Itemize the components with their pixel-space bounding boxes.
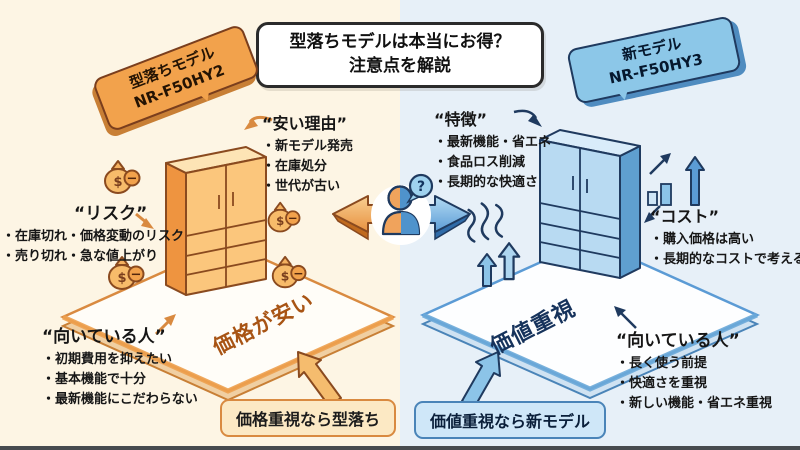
svg-text:$: $ (117, 271, 126, 286)
svg-text:−: − (293, 266, 303, 280)
cost-heading: “コスト” (650, 207, 720, 226)
money-bag-icon: $ − (108, 256, 145, 290)
person-icon (371, 185, 431, 245)
question-bubble-icon: ? (406, 173, 434, 204)
list-item: 長期的な快適さ (434, 173, 551, 193)
features-section: “特徴” 最新機能・省エネ 食品ロス削減 長期的な快適さ (434, 106, 551, 193)
old-suited-section: “向いている人” 初期費用を抑えたい 基本機能で十分 最新機能にこだわらない (42, 322, 198, 410)
money-bag-icon: $ − (104, 160, 141, 194)
annotation-arrow-icon (154, 314, 176, 336)
title-line-1: 型落ちモデルは本当にお得？ (289, 32, 511, 52)
annotation-arrow-icon (644, 205, 661, 223)
money-bag-icon: $ − (267, 201, 301, 233)
cheap-reasons-section: “安い理由” 新モデル発売 在庫処分 世代が古い (262, 110, 353, 197)
list-item: 新しい機能・省エネ重視 (616, 394, 772, 414)
list-item: 食品ロス削減 (434, 153, 551, 173)
list-item: 購入価格は高い (650, 230, 800, 250)
list-item: 新モデル発売 (262, 137, 353, 157)
risk-section: “リスク” 在庫切れ・価格変動のリスク 売り切れ・急な値上がり (2, 199, 184, 267)
cheap-reasons-heading: “安い理由” (262, 114, 348, 133)
annotation-arrow-icon (614, 306, 637, 329)
list-item: 在庫処分 (262, 157, 353, 177)
svg-text:$: $ (113, 175, 122, 190)
old-conclusion-arrow-icon (297, 351, 342, 407)
list-item: 初期費用を抑えたい (42, 350, 198, 370)
list-item: 最新機能にこだわらない (42, 390, 198, 410)
cost-section: “コスト” 購入価格は高い 長期的なコストで考える (650, 203, 800, 270)
svg-text:$: $ (276, 214, 284, 228)
new-conclusion-arrow-icon (461, 351, 501, 409)
old-suited-heading: “向いている人” (42, 327, 166, 347)
money-bag-icon: $ − (271, 255, 307, 289)
growth-chart-icon (647, 153, 705, 206)
page-title: 型落ちモデルは本当にお得？ 注意点を解説 (256, 22, 544, 88)
up-arrow-icon (477, 253, 497, 287)
list-item: 世代が古い (262, 177, 353, 197)
svg-text:−: − (288, 211, 298, 225)
list-item: 最新機能・省エネ (434, 133, 551, 153)
new-fridge-icon (539, 129, 641, 279)
new-suited-section: “向いている人” 長く使う前提 快適さを重視 新しい機能・省エネ重視 (616, 326, 772, 414)
new-suited-heading: “向いている人” (616, 331, 740, 351)
svg-text:?: ? (417, 179, 425, 195)
list-item: 長く使う前提 (616, 354, 772, 374)
old-conclusion-box: 価格重視なら型落ち (220, 399, 397, 437)
annotation-arrow-icon (513, 109, 542, 127)
up-arrow-icon (497, 242, 521, 281)
features-heading: “特徴” (434, 110, 488, 129)
risk-heading: “リスク” (74, 204, 148, 224)
svg-text:−: − (131, 268, 142, 283)
annotation-arrow-icon (244, 115, 273, 130)
list-item: 在庫切れ・価格変動のリスク (2, 227, 184, 247)
list-item: 快適さを重視 (616, 374, 772, 394)
svg-text:−: − (127, 172, 138, 187)
list-item: 長期的なコストで考える (650, 250, 800, 270)
list-item: 基本機能で十分 (42, 370, 198, 390)
floor-strip (0, 446, 800, 450)
title-line-2: 注意点を解説 (349, 55, 451, 76)
list-item: 売り切れ・急な値上がり (2, 247, 184, 267)
new-conclusion-box: 価値重視なら新モデル (414, 401, 607, 439)
svg-text:$: $ (281, 270, 290, 284)
steam-icon (467, 202, 504, 243)
